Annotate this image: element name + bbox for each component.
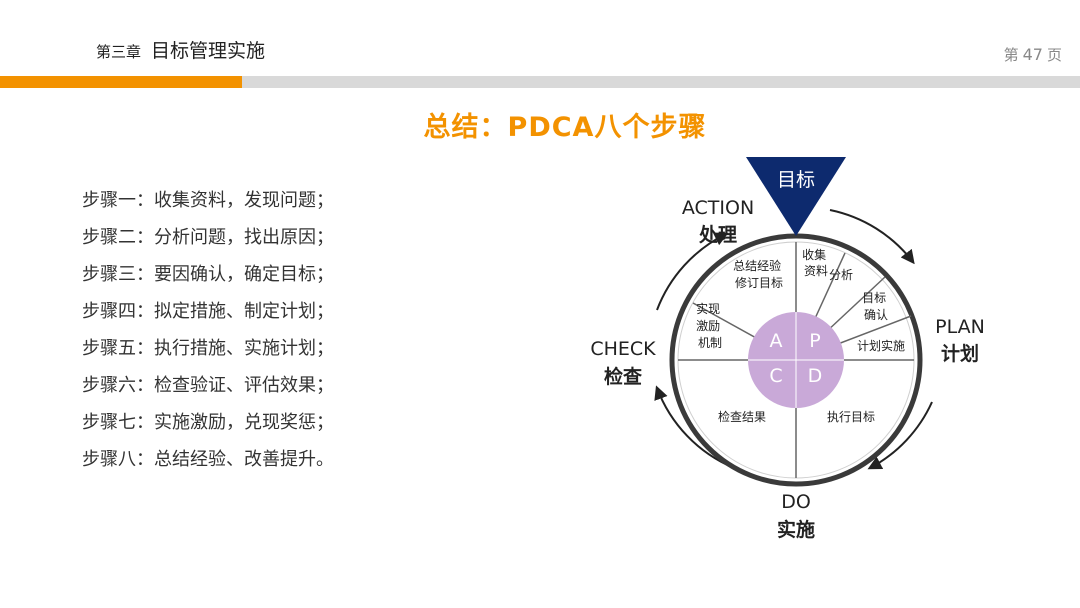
- step-item: 步骤八：总结经验、改善提升。: [82, 449, 334, 470]
- phase-check-zh: 检查: [604, 365, 643, 388]
- cycle-arrow-plan: [829, 209, 915, 265]
- step-item: 步骤一：收集资料，发现问题；: [82, 190, 334, 211]
- page-number: 47: [1022, 45, 1043, 64]
- pdca-diagram: 收集 资料 分析 目标 确认 计划实施 执行目标 检查结果 实现 激励 机制 总…: [560, 150, 1060, 550]
- segment-check-result: 检查结果: [718, 409, 766, 424]
- page-suffix: 页: [1046, 46, 1062, 64]
- steps-list: 步骤一：收集资料，发现问题； 步骤二：分析问题，找出原因； 步骤三：要因确认，确…: [82, 182, 334, 478]
- target-label: 目标: [777, 169, 815, 191]
- center-letter-a: A: [770, 330, 783, 352]
- segment-incentive: 实现 激励 机制: [696, 301, 724, 350]
- segment-analyze: 分析: [829, 268, 853, 282]
- center-letter-d: D: [808, 365, 823, 387]
- phase-plan-en: PLAN: [935, 316, 985, 338]
- header-bar: [0, 76, 1080, 88]
- segment-collect: 收集 资料: [802, 247, 830, 278]
- phase-check-en: CHECK: [590, 338, 656, 360]
- pdca-cycle-svg: 收集 资料 分析 目标 确认 计划实施 执行目标 检查结果 实现 激励 机制 总…: [590, 157, 985, 541]
- step-item: 步骤六：检查验证、评估效果；: [82, 375, 334, 396]
- step-item: 步骤七：实施激励，兑现奖惩；: [82, 412, 334, 433]
- center-letter-p: P: [809, 330, 820, 352]
- page-prefix: 第: [1003, 46, 1019, 64]
- chapter-header: 第三章 目标管理实施: [96, 36, 265, 63]
- step-item: 步骤二：分析问题，找出原因；: [82, 227, 334, 248]
- chapter-title: 目标管理实施: [151, 40, 266, 62]
- header-bar-accent: [0, 76, 242, 88]
- phase-do-en: DO: [781, 491, 811, 513]
- cycle-arrow-do: [867, 401, 933, 470]
- phase-plan-zh: 计划: [941, 342, 979, 365]
- chapter-number: 第三章: [96, 43, 142, 61]
- step-item: 步骤四：拟定措施、制定计划；: [82, 301, 334, 322]
- cycle-arrow-action: [656, 232, 729, 311]
- segment-execute: 执行目标: [827, 410, 875, 424]
- phase-action-en: ACTION: [682, 197, 754, 219]
- phase-action-zh: 处理: [698, 223, 737, 246]
- segment-confirm: 目标 确认: [862, 291, 890, 322]
- step-item: 步骤五：执行措施、实施计划；: [82, 338, 334, 359]
- slide-title: 总结：PDCA八个步骤: [423, 112, 707, 143]
- step-item: 步骤三：要因确认，确定目标；: [82, 264, 334, 285]
- phase-do-zh: 实施: [777, 518, 815, 541]
- segment-summary: 总结经验 修订目标: [733, 258, 785, 290]
- segment-plan-implement: 计划实施: [857, 338, 905, 353]
- center-letter-c: C: [769, 365, 782, 387]
- target-triangle: [746, 157, 846, 236]
